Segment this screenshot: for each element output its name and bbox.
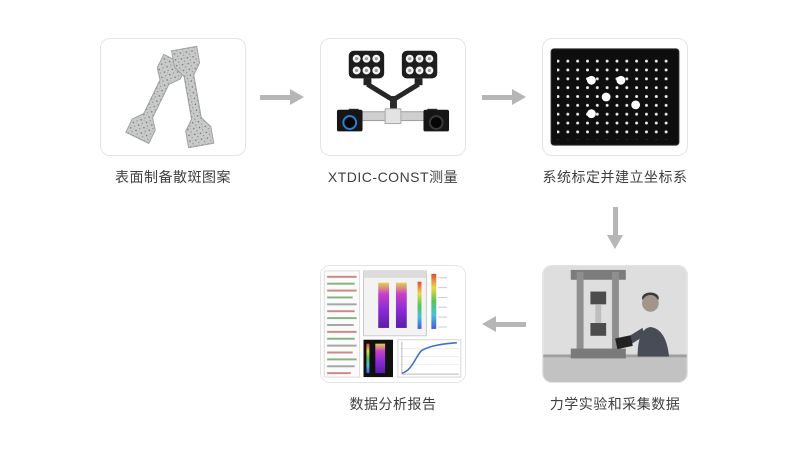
viewport-3d	[363, 339, 393, 378]
step-card-analysis-report	[320, 265, 466, 383]
results-table-rows	[327, 275, 357, 375]
coded-reference-points	[586, 75, 641, 119]
testing-machine	[570, 269, 626, 359]
arrow-head-right-icon	[512, 89, 526, 105]
dot-grid	[557, 54, 673, 140]
led-panel-left	[348, 50, 385, 79]
step-label-2: XTDIC-CONST测量	[327, 169, 459, 185]
step-card-calibration-board	[542, 38, 688, 156]
stress-strain-chart	[397, 339, 462, 378]
arrow-step1-to-step2	[260, 89, 304, 105]
arrow-step3-to-step4	[607, 207, 623, 249]
colorbar	[431, 273, 437, 329]
step-label-5: 数据分析报告	[349, 396, 437, 412]
strain-map-window	[363, 270, 427, 337]
support-arms	[366, 82, 420, 103]
analysis-software-screenshot	[321, 266, 465, 382]
arrow-head-right-icon	[290, 89, 304, 105]
camera-left	[336, 109, 363, 132]
step-card-mechanical-test	[542, 265, 688, 383]
arrow-shaft	[482, 94, 512, 100]
center-post	[390, 96, 397, 112]
step-label-3: 系统标定并建立坐标系	[542, 169, 688, 185]
arrow-step4-to-step5	[482, 316, 526, 332]
arrow-head-down-icon	[607, 235, 623, 249]
arrow-head-left-icon	[482, 316, 496, 332]
step-label-4: 力学实验和采集数据	[549, 396, 681, 412]
arrow-shaft	[260, 94, 290, 100]
arrow-shaft	[496, 321, 526, 327]
specimen-left	[125, 53, 188, 145]
panel-mount-right	[414, 78, 423, 86]
mechanical-test-photo	[543, 266, 687, 382]
led-panel-right	[401, 50, 438, 79]
calibration-board-icon	[550, 48, 680, 146]
table	[543, 357, 687, 382]
operator-person	[615, 292, 670, 357]
colorbar-ticks	[438, 277, 448, 328]
camera-right	[423, 109, 450, 132]
specimen-right	[170, 45, 215, 149]
arrow-step2-to-step3	[482, 89, 526, 105]
speckle-specimens-icon	[125, 45, 215, 149]
step-card-speckle-specimens	[100, 38, 246, 156]
step-card-dic-system	[320, 38, 466, 156]
dic-measurement-system-icon	[336, 50, 450, 132]
center-clamp	[384, 108, 402, 125]
arrow-shaft	[612, 207, 618, 235]
panel-mount-left	[363, 78, 372, 86]
step-label-1: 表面制备散斑图案	[115, 169, 231, 185]
